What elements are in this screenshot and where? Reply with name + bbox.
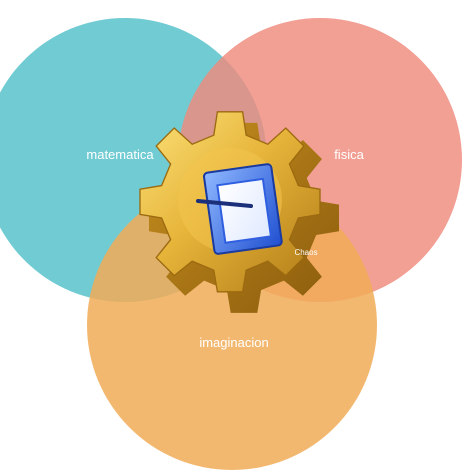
label-imaginacion: imaginacion [199,335,268,350]
label-fisica: fisica [334,147,364,162]
label-matematica: matematica [86,147,154,162]
label-chaos: Chaos [294,248,317,257]
gear-window-icon [139,111,339,313]
